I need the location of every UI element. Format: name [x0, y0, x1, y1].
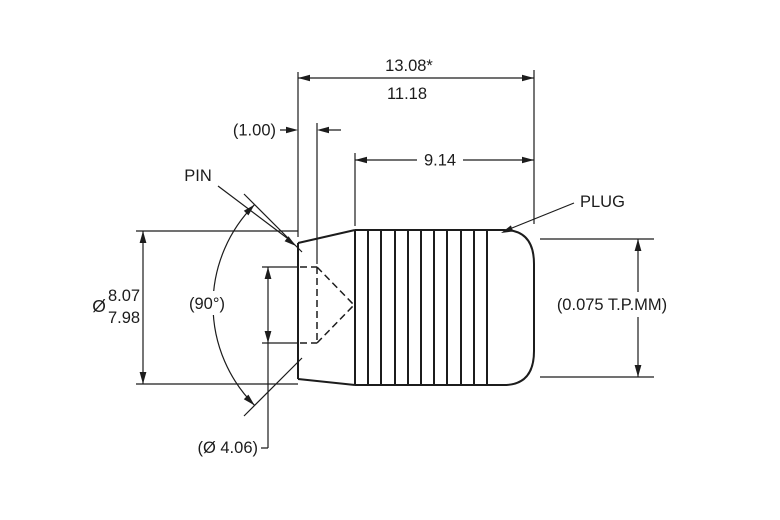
dim-diameter-max-label: 8.07: [108, 287, 140, 305]
dim-taper-spec-label: (0.075 T.P.MM): [557, 296, 667, 314]
taper-text-mask: [541, 292, 683, 317]
angle-text-mask: [180, 291, 234, 315]
plug-leader-arrowhead: [501, 225, 514, 233]
pin-label: PIN: [184, 167, 212, 185]
dim-body-diameter: [139, 231, 147, 384]
plug-body-outline: [297, 229, 535, 386]
arc-arrowhead-bottom: [243, 394, 255, 406]
plug-leader: [501, 202, 575, 233]
dim-pin-diameter-label: (Ø 4.06): [197, 439, 258, 457]
cap-outline: [487, 229, 535, 386]
dim-overall-min-label: 11.18: [387, 85, 427, 103]
arrowhead-up: [264, 267, 272, 279]
arrowhead-right: [522, 156, 534, 164]
plug-leader-line: [511, 202, 575, 229]
dim-cone-angle-label: (90°): [189, 295, 225, 313]
hidden-pin-lines: [300, 266, 355, 344]
collar-outline: [297, 229, 356, 386]
dim-pin-dia-line: [261, 267, 269, 449]
hidden-pin-outline: [300, 266, 355, 344]
dim-recess-label: (1.00): [233, 122, 276, 140]
arrowhead-left-point: [317, 126, 329, 134]
pin-leader-line: [217, 185, 288, 239]
extension-lines: [136, 70, 654, 385]
dim-pin-diameter: [261, 267, 272, 449]
pin-leader: [217, 185, 296, 246]
dim-rib-length-label: 9.14: [424, 152, 456, 170]
plug-label: PLUG: [580, 193, 625, 211]
arrowhead-up: [139, 231, 147, 243]
arrowhead-left: [355, 156, 367, 164]
dim-diameter-min-label: 7.98: [108, 309, 140, 327]
arrowhead-left: [298, 74, 310, 82]
arrowhead-up: [634, 239, 642, 251]
arrowhead-down: [264, 331, 272, 343]
arrowhead-right: [522, 74, 534, 82]
dim-overall-length: [298, 74, 534, 82]
rib-lines: [367, 230, 488, 385]
dim-recess: [280, 126, 341, 134]
pin-leader-arrowhead: [284, 236, 296, 246]
dim-rib-length: [355, 156, 534, 164]
arrowhead-down: [634, 365, 642, 377]
arrowhead-right-point: [286, 126, 298, 134]
dim-overall-max-label: 13.08*: [385, 57, 433, 75]
extension-line-set: [136, 70, 654, 385]
arrowhead-down: [139, 372, 147, 384]
diameter-symbol: Ø: [92, 296, 106, 316]
